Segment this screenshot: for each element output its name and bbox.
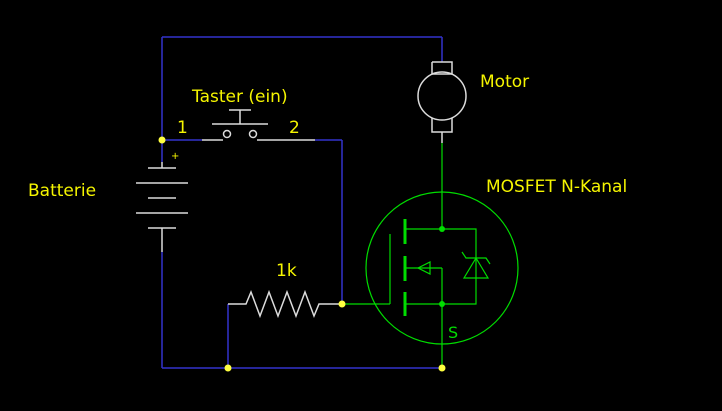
junction-dot bbox=[158, 136, 166, 144]
junctions bbox=[158, 136, 446, 372]
battery-symbol bbox=[136, 162, 188, 252]
switch-pin1-label: 1 bbox=[177, 118, 188, 138]
junction-dot bbox=[338, 300, 346, 308]
resistor-label: 1k bbox=[276, 261, 297, 281]
resistor-symbol bbox=[228, 289, 342, 319]
switch-label: Taster (ein) bbox=[191, 87, 288, 107]
mosfet-label: MOSFET N-Kanal bbox=[486, 177, 627, 197]
mosfet-source-label: S bbox=[448, 323, 458, 342]
wires bbox=[161, 36, 443, 369]
battery-label: Batterie bbox=[28, 181, 96, 201]
battery-plus-label: + bbox=[171, 151, 179, 162]
junction-dot bbox=[438, 364, 446, 372]
mosfet-source-dot bbox=[439, 301, 445, 307]
switch-pin2-label: 2 bbox=[289, 118, 300, 138]
mosfet-symbol bbox=[342, 143, 519, 368]
motor-label: Motor bbox=[480, 72, 529, 92]
mosfet-drain-dot bbox=[439, 226, 445, 232]
motor-symbol bbox=[417, 61, 467, 143]
switch-symbol bbox=[202, 109, 315, 141]
junction-dot bbox=[224, 364, 232, 372]
